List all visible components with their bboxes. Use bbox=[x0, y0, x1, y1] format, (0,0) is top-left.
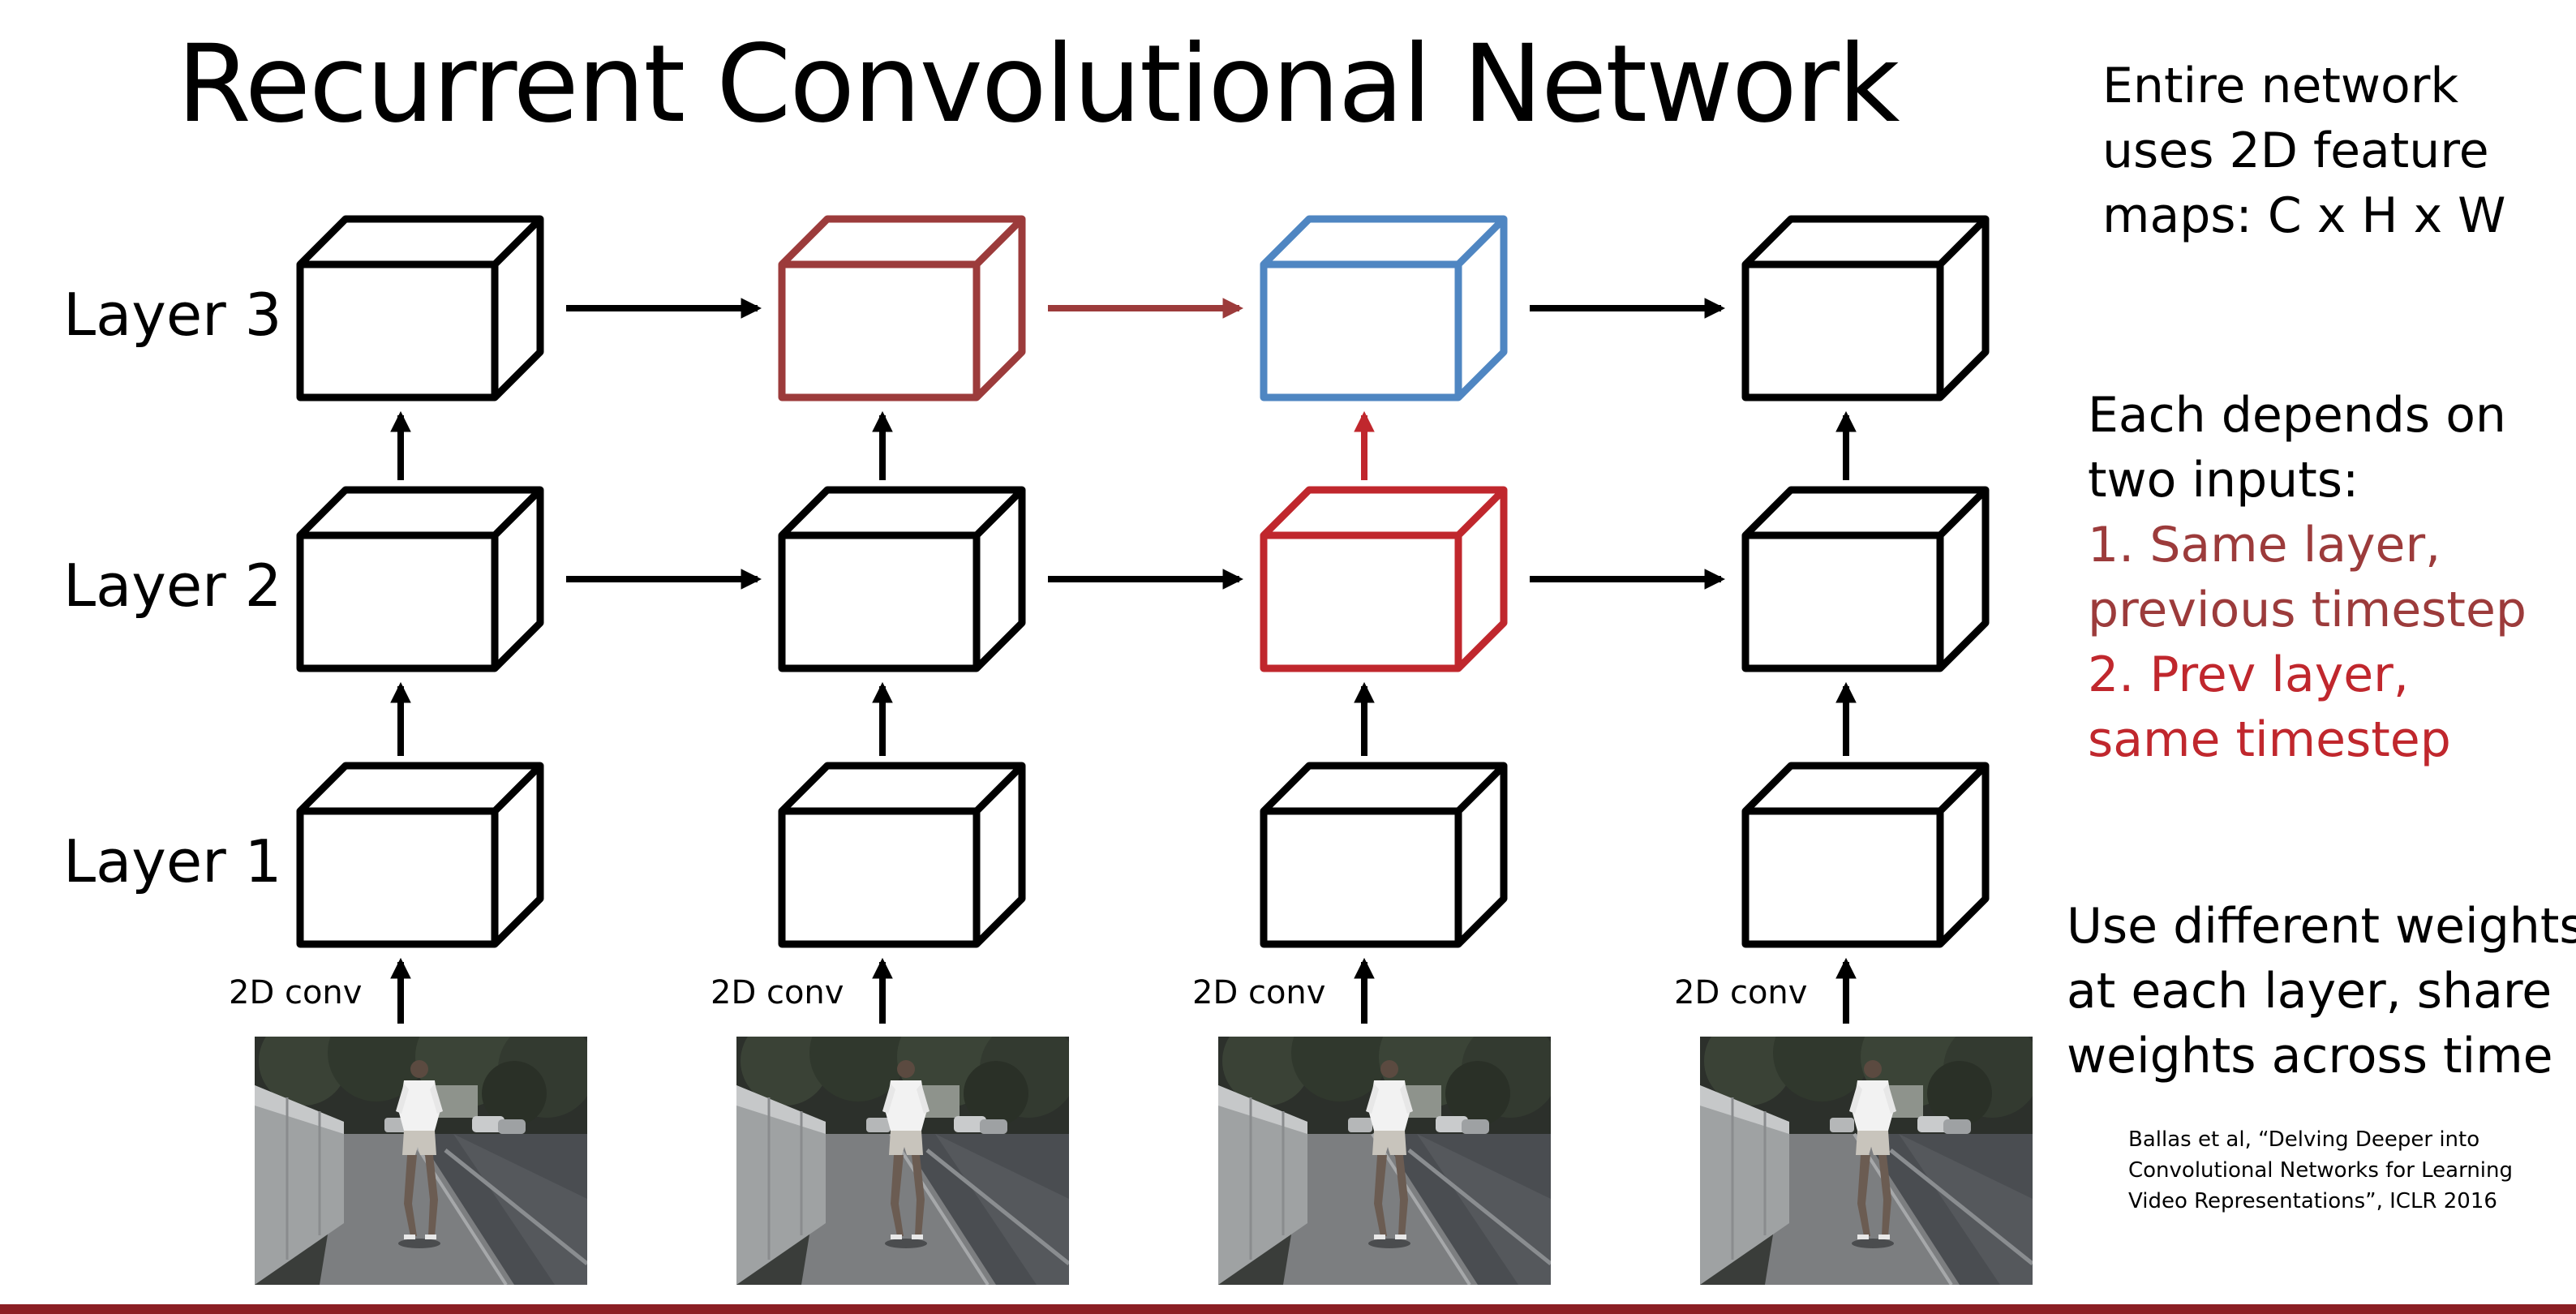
conv-label-2: 2D conv bbox=[711, 974, 844, 1011]
dependency-intro-line: two inputs: bbox=[2088, 452, 2359, 509]
feature-map-cube-t4-layer2 bbox=[1741, 486, 1990, 672]
feature-map-cube-t1-layer3 bbox=[296, 215, 544, 402]
feature-map-cube-t2-layer1 bbox=[778, 762, 1026, 948]
feature-map-cube-t2-layer3 bbox=[778, 215, 1026, 402]
dependency-note: Each depends on two inputs: 1. Same laye… bbox=[2088, 383, 2527, 772]
dependency-item-2: same timestep bbox=[2088, 711, 2451, 768]
feature-map-cube-t4-layer1 bbox=[1741, 762, 1990, 948]
citation-line: Convolutional Networks for Learning bbox=[2128, 1158, 2514, 1183]
slide-title: Recurrent Convolutional Network bbox=[177, 22, 1900, 147]
layer-3-label: Layer 3 bbox=[63, 281, 282, 349]
feature-map-cube-t4-layer3 bbox=[1741, 215, 1990, 402]
bottom-accent-bar bbox=[0, 1304, 2576, 1314]
conv-label-1: 2D conv bbox=[229, 974, 363, 1011]
weights-note: Use different weights at each layer, sha… bbox=[2067, 894, 2576, 1089]
feature-map-cube-t2-layer2 bbox=[778, 486, 1026, 672]
conv-label-3: 2D conv bbox=[1192, 974, 1326, 1011]
feature-map-cube-t3-layer1 bbox=[1260, 762, 1508, 948]
layer-1-label: Layer 1 bbox=[63, 827, 282, 895]
conv-label-4: 2D conv bbox=[1674, 974, 1808, 1011]
layer-2-label: Layer 2 bbox=[63, 552, 282, 620]
citation: Ballas et al, “Delving Deeper into Convo… bbox=[2128, 1124, 2513, 1217]
weights-note-line: Use different weights bbox=[2067, 898, 2576, 955]
network-note: Entire network uses 2D feature maps: C x… bbox=[2102, 54, 2506, 248]
feature-map-cube-t3-layer3 bbox=[1260, 215, 1508, 402]
weights-note-line: weights across time bbox=[2067, 1028, 2553, 1084]
video-frame-3 bbox=[1218, 1037, 1551, 1285]
weights-note-line: at each layer, share bbox=[2067, 963, 2552, 1020]
dependency-item-2: 2. Prev layer, bbox=[2088, 646, 2409, 703]
citation-line: Ballas et al, “Delving Deeper into bbox=[2128, 1127, 2480, 1152]
dependency-item-1: 1. Same layer, bbox=[2088, 517, 2441, 573]
dependency-intro-line: Each depends on bbox=[2088, 387, 2506, 444]
feature-map-cube-t1-layer1 bbox=[296, 762, 544, 948]
video-frame-1 bbox=[255, 1037, 587, 1285]
network-note-line: uses 2D feature bbox=[2102, 122, 2489, 179]
dependency-item-1: previous timestep bbox=[2088, 582, 2527, 638]
feature-map-cube-t3-layer2 bbox=[1260, 486, 1508, 672]
video-frame-4 bbox=[1700, 1037, 2033, 1285]
network-note-line: Entire network bbox=[2102, 58, 2459, 114]
citation-line: Video Representations”, ICLR 2016 bbox=[2128, 1189, 2497, 1213]
feature-map-cube-t1-layer2 bbox=[296, 486, 544, 672]
network-note-line: maps: C x H x W bbox=[2102, 187, 2506, 244]
video-frame-2 bbox=[736, 1037, 1069, 1285]
